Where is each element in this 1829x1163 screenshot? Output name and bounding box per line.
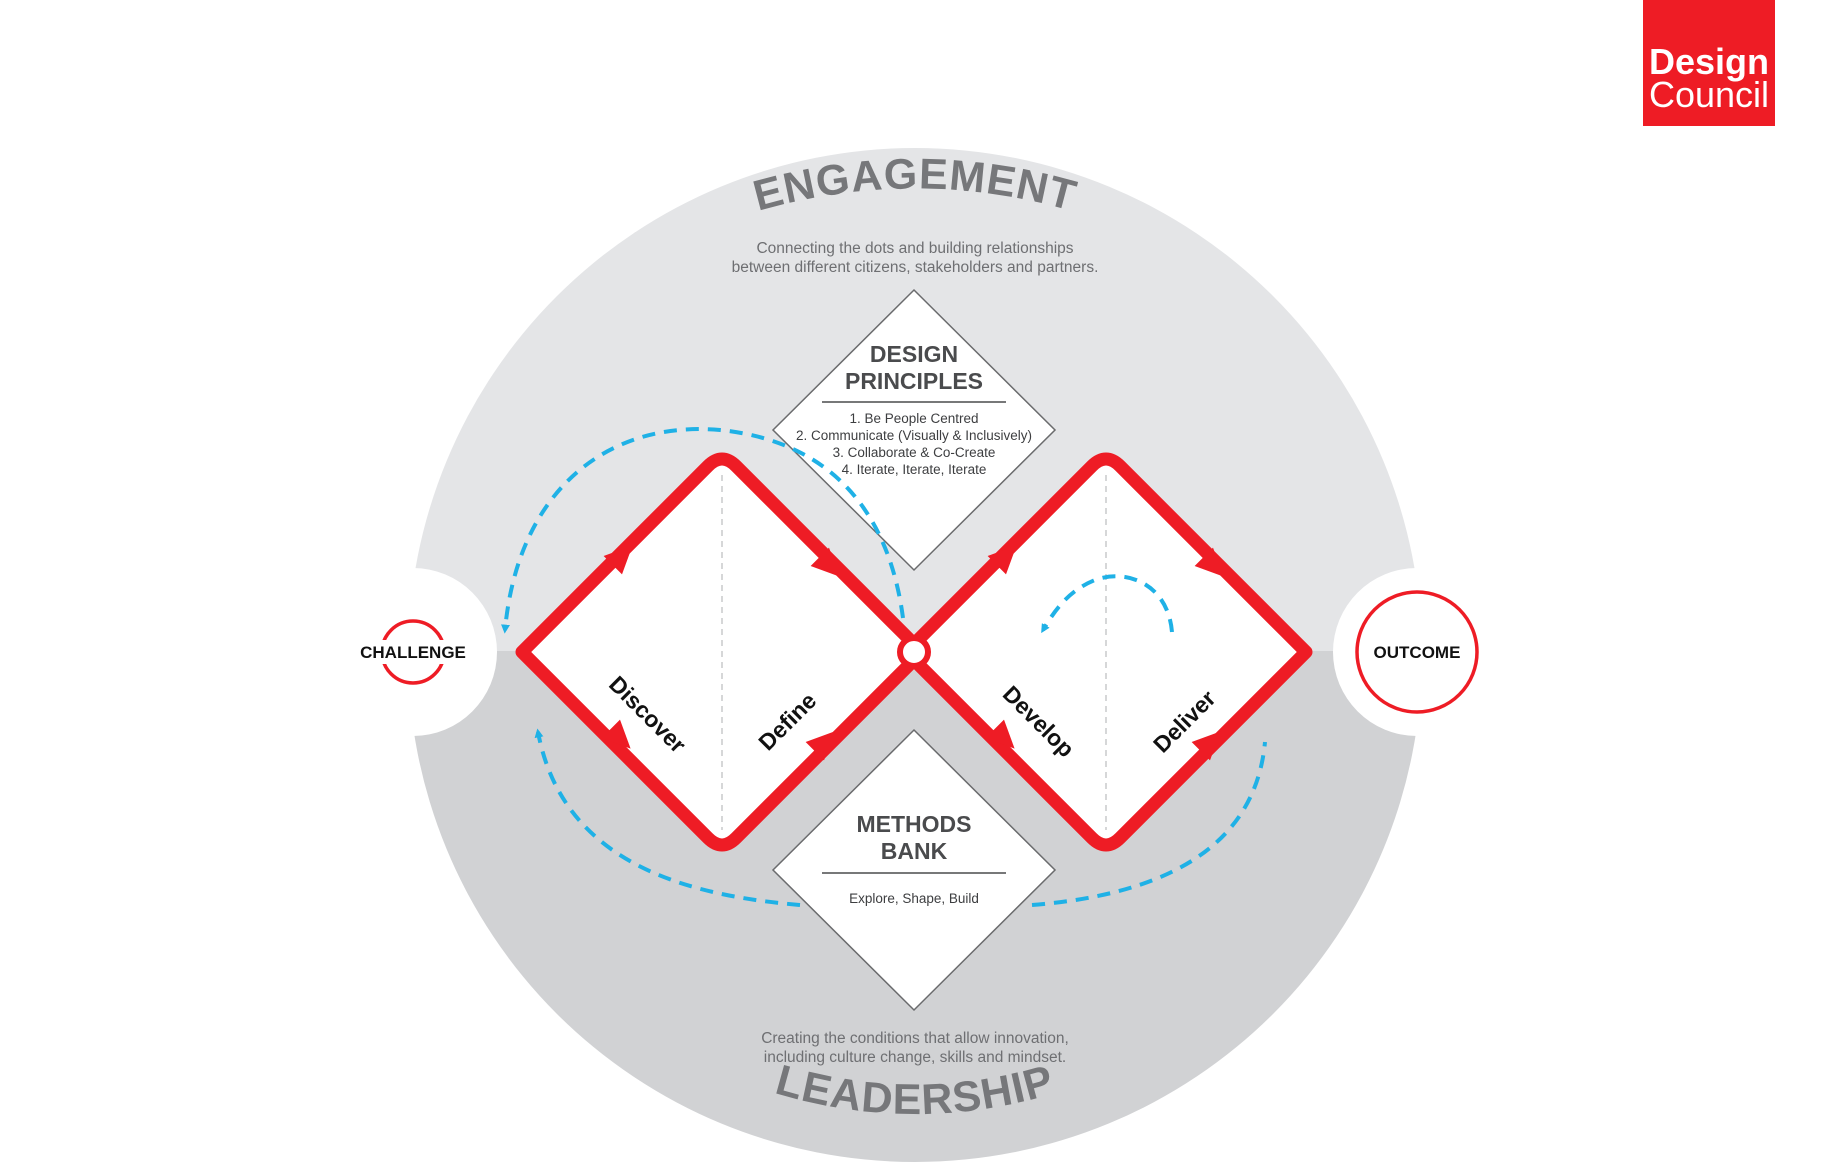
logo-line2: Council bbox=[1649, 74, 1769, 115]
engagement-desc-line1: Connecting the dots and building relatio… bbox=[756, 240, 1073, 257]
outcome-ring bbox=[1355, 590, 1479, 714]
challenge-label: CHALLENGE bbox=[360, 643, 466, 662]
flow-arrow bbox=[1191, 731, 1221, 761]
design-principles-item: 3. Collaborate & Co-Create bbox=[833, 445, 996, 460]
flow-arrow bbox=[1194, 547, 1224, 577]
design-principles-item: 4. Iterate, Iterate, Iterate bbox=[842, 462, 987, 477]
design-principles-item: 1. Be People Centred bbox=[849, 411, 978, 426]
flow-arrow bbox=[985, 719, 1015, 749]
flow-arrow bbox=[603, 545, 633, 575]
design-principles-item: 2. Communicate (Visually & Inclusively) bbox=[796, 428, 1032, 443]
bottom-feedback-arrow bbox=[534, 728, 801, 907]
double-diamond-outline bbox=[515, 452, 1313, 852]
methods-bank-item: Explore, Shape, Build bbox=[849, 891, 979, 906]
design-principles-title-line2: PRINCIPLES bbox=[845, 368, 983, 394]
flow-arrow bbox=[810, 547, 840, 577]
methods-bank-box bbox=[771, 728, 1057, 1012]
methods-bank-title-line1: METHODS bbox=[857, 811, 972, 837]
bottom-right-feedback-arrow bbox=[1031, 741, 1267, 907]
design-council-logo: Design Council bbox=[1643, 0, 1775, 126]
deliver-iteration-arrow bbox=[1041, 574, 1174, 634]
midpoint-node bbox=[897, 635, 931, 669]
leadership-desc-line1: Creating the conditions that allow innov… bbox=[761, 1030, 1069, 1047]
challenge-label-bg bbox=[359, 640, 467, 664]
flow-arrow bbox=[987, 545, 1017, 575]
flow-arrow bbox=[805, 731, 835, 761]
leadership-desc-line2: including culture change, skills and min… bbox=[764, 1049, 1066, 1066]
top-feedback-arrow bbox=[501, 427, 905, 634]
outcome-label: OUTCOME bbox=[1374, 643, 1461, 662]
logo-line1: Design bbox=[1649, 41, 1769, 82]
design-principles-title-line1: DESIGN bbox=[870, 341, 958, 367]
flow-arrow bbox=[601, 719, 631, 749]
logo-background bbox=[1643, 0, 1775, 126]
methods-bank-title-line2: BANK bbox=[881, 838, 948, 864]
engagement-desc-line2: between different citizens, stakeholders… bbox=[732, 259, 1099, 276]
design-principles-box bbox=[771, 288, 1057, 572]
